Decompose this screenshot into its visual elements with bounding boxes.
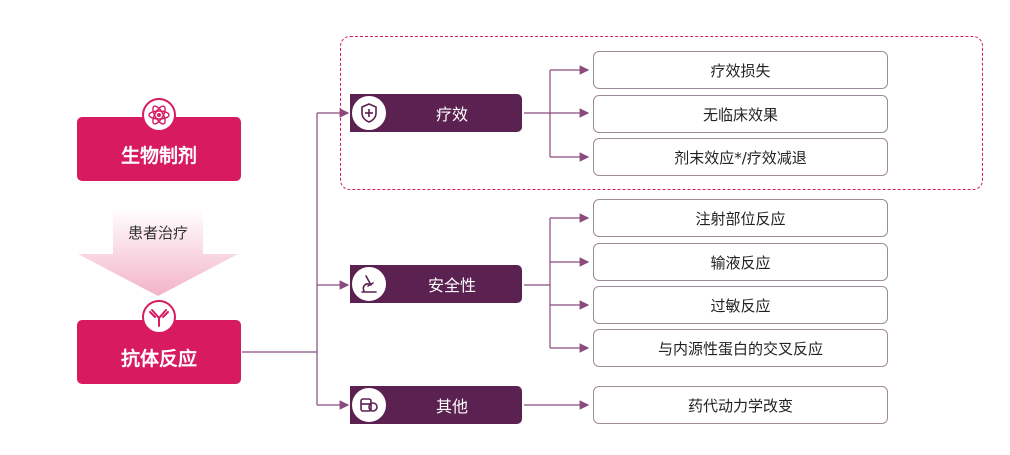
category-safety-label: 安全性: [427, 276, 476, 295]
item-end-of-dose-effect: 剂末效应*/疗效减退: [593, 138, 888, 176]
shield-medical-icon: [350, 94, 388, 132]
category-efficacy: 疗效: [350, 94, 522, 132]
category-other: 其他: [350, 386, 522, 424]
antibody-icon: [142, 300, 176, 334]
item-cross-reactivity: 与内源性蛋白的交叉反应: [593, 329, 888, 367]
category-efficacy-label: 疗效: [435, 105, 468, 124]
item-pk-change: 药代动力学改变: [593, 386, 888, 424]
item-loss-of-efficacy: 疗效损失: [593, 51, 888, 89]
treatment-label: 患者治疗: [127, 224, 188, 242]
item-allergic-reaction: 过敏反应: [593, 286, 888, 324]
category-other-label: 其他: [435, 397, 468, 416]
antibody-response-label: 抗体反应: [120, 347, 197, 370]
microscope-icon: [350, 265, 388, 303]
item-no-clinical-effect: 无临床效果: [593, 95, 888, 133]
treatment-arrow: [78, 208, 238, 296]
atom-icon: [142, 98, 176, 132]
pills-icon: [350, 386, 388, 424]
category-safety: 安全性: [350, 265, 522, 303]
efficacy-group-frame: [340, 36, 983, 190]
item-injection-site-reaction: 注射部位反应: [593, 199, 888, 237]
item-infusion-reaction: 输液反应: [593, 243, 888, 281]
antibody-response-box: 抗体反应: [77, 320, 241, 384]
biologics-label: 生物制剂: [120, 144, 197, 167]
